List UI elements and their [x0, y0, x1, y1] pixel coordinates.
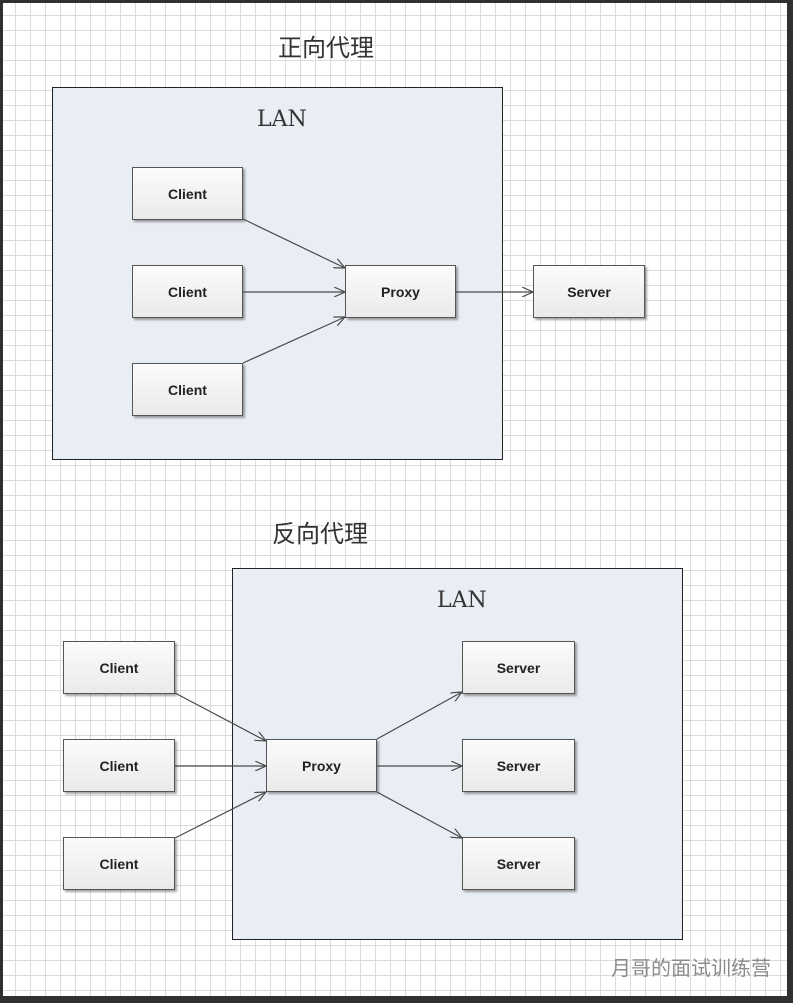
forward-client-2: Client — [132, 265, 243, 318]
frame-right-edge — [787, 0, 793, 1003]
reverse-proxy-node: Proxy — [266, 739, 377, 792]
reverse-server-2: Server — [462, 739, 575, 792]
reverse-lan-label: LAN — [437, 588, 487, 613]
watermark-text: 月哥的面试训练营 — [611, 956, 771, 980]
frame-left-edge — [0, 0, 3, 1003]
reverse-client-1: Client — [63, 641, 175, 694]
edge-forward-client3-to-proxy — [242, 317, 345, 364]
forward-proxy-title: 正向代理 — [278, 34, 374, 62]
edge-forward-client1-to-proxy — [242, 218, 345, 268]
reverse-server-3: Server — [462, 837, 575, 890]
reverse-proxy-title: 反向代理 — [272, 520, 368, 548]
forward-lan-label: LAN — [257, 107, 307, 132]
reverse-client-2: Client — [63, 739, 175, 792]
reverse-client-3: Client — [63, 837, 175, 890]
edge-reverse-client1-to-proxy — [174, 692, 266, 741]
forward-client-3: Client — [132, 363, 243, 416]
frame-top-edge — [0, 0, 793, 3]
edge-reverse-proxy-to-server1 — [376, 692, 462, 740]
reverse-server-1: Server — [462, 641, 575, 694]
forward-server-node: Server — [533, 265, 645, 318]
forward-client-1: Client — [132, 167, 243, 220]
edge-reverse-client3-to-proxy — [174, 792, 266, 839]
frame-bottom-edge — [0, 996, 793, 1003]
edge-reverse-proxy-to-server3 — [376, 791, 462, 838]
forward-proxy-node: Proxy — [345, 265, 456, 318]
